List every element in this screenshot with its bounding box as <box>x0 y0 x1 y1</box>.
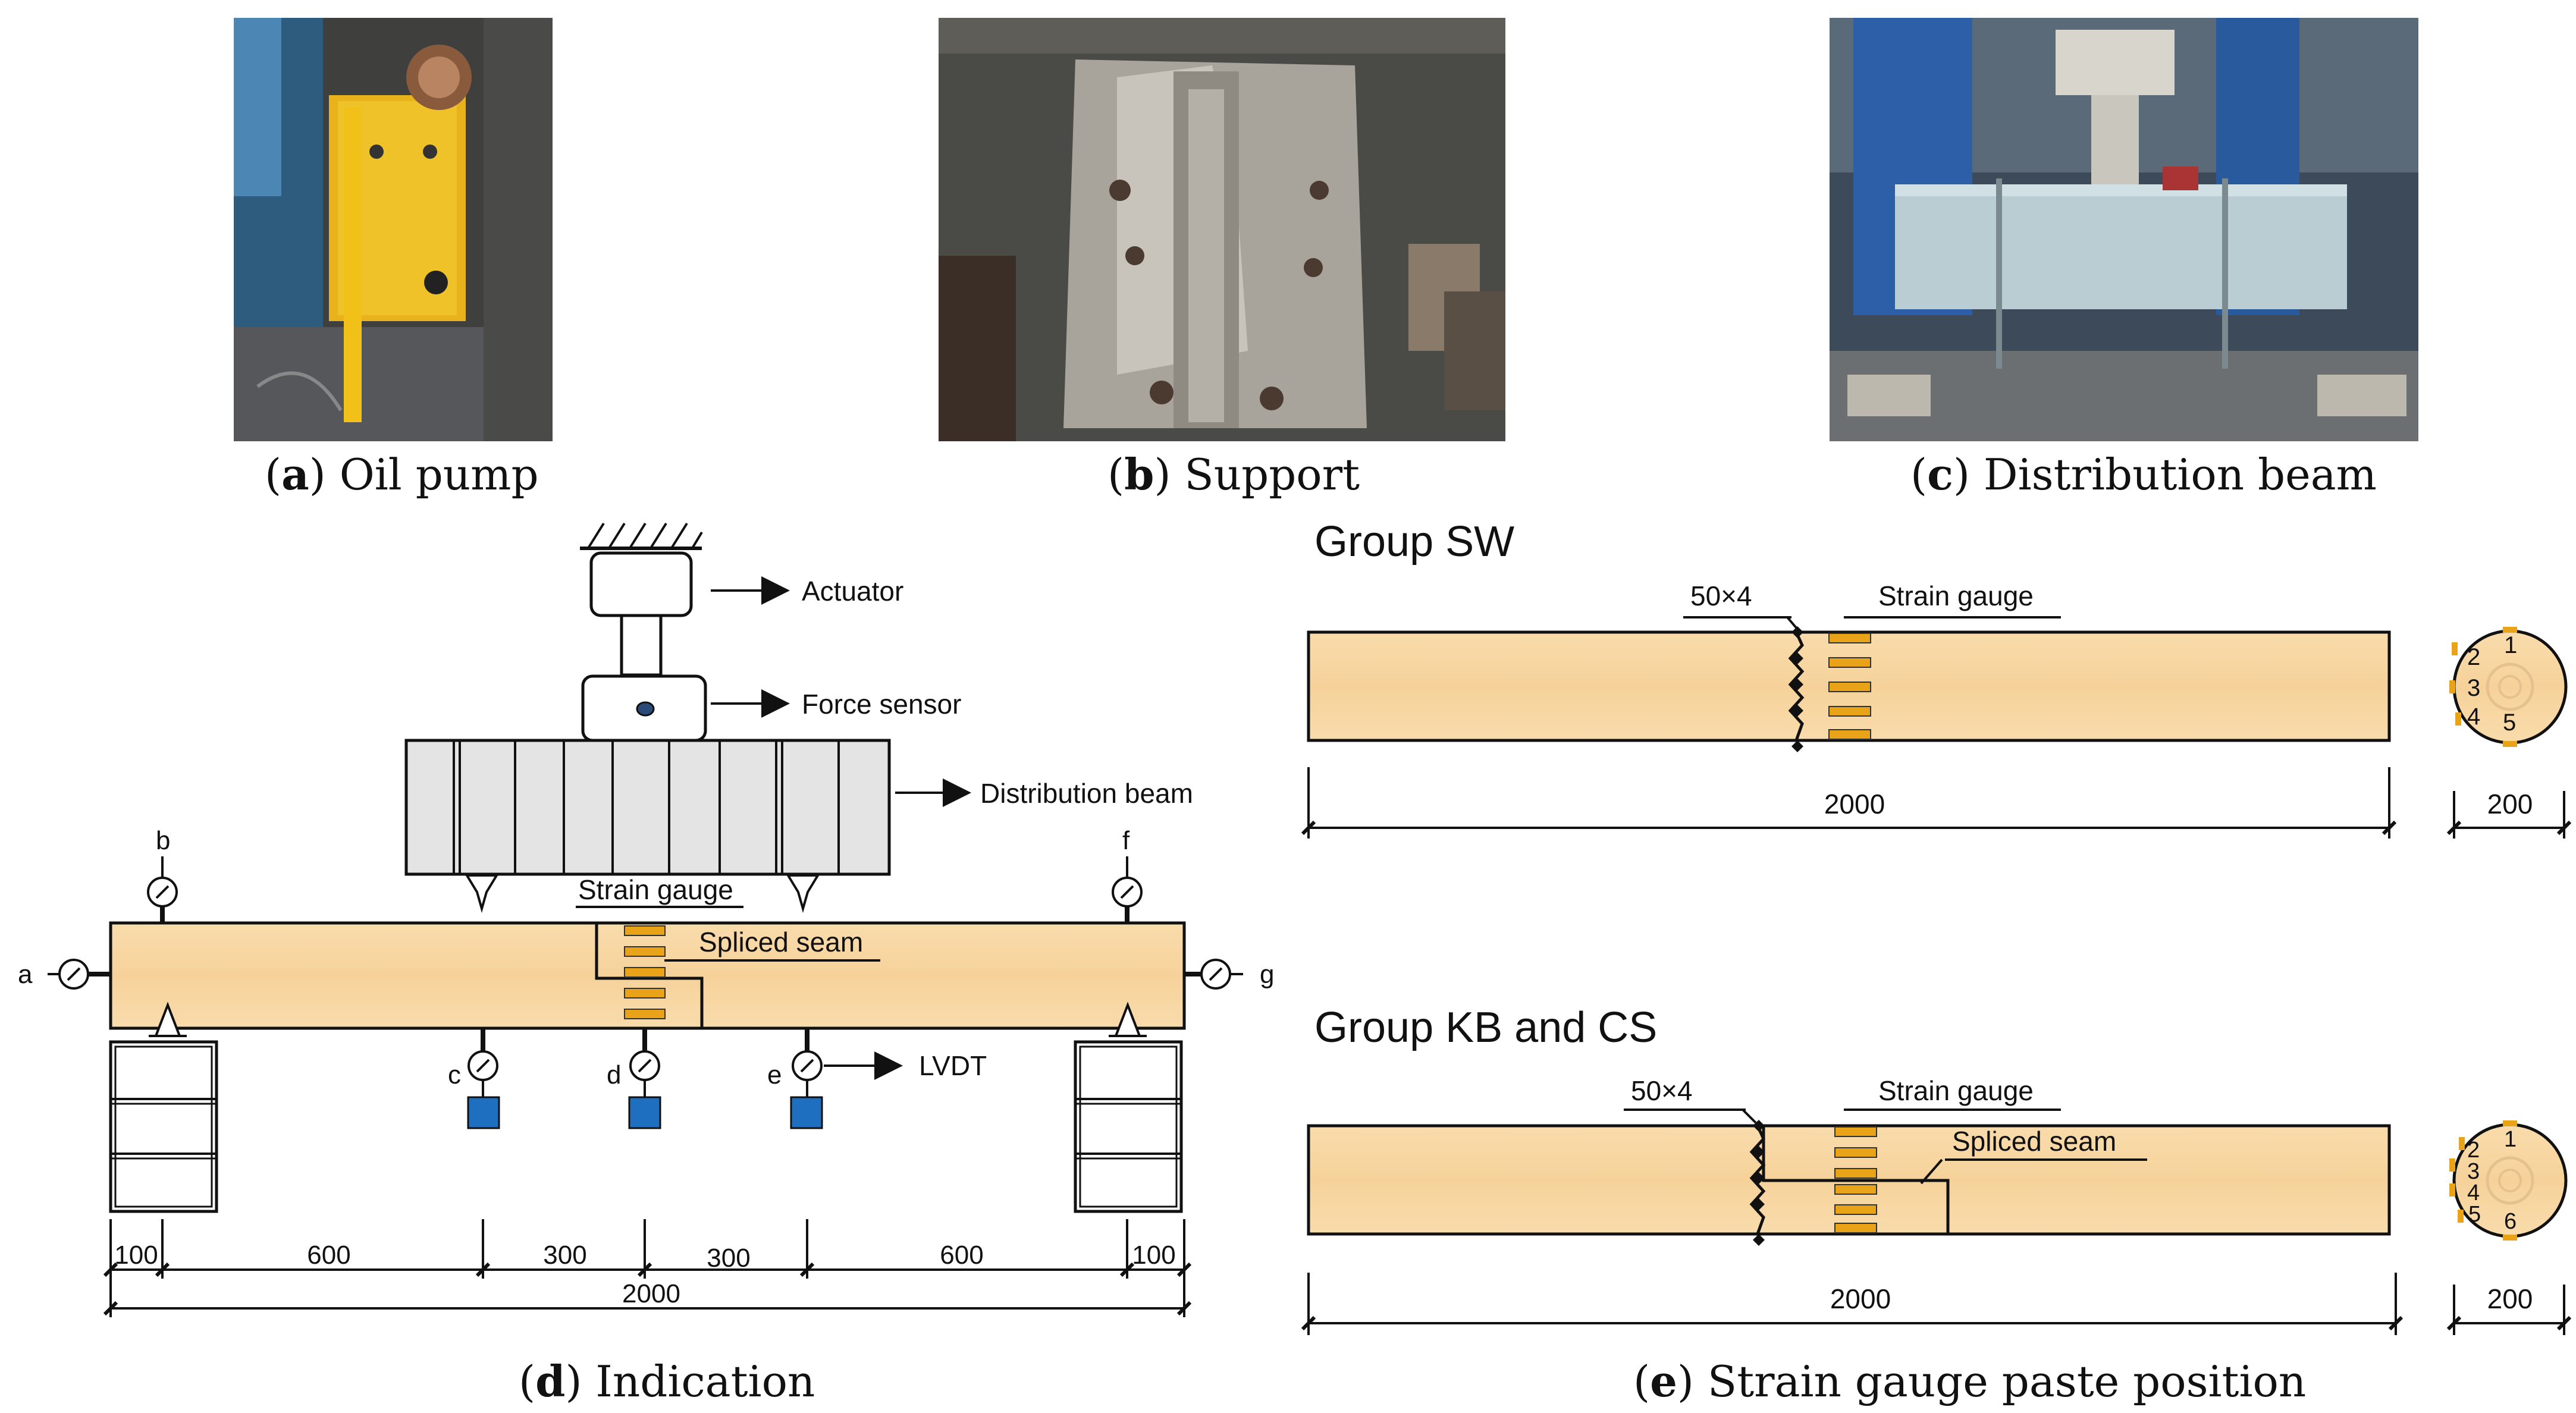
svg-text:4: 4 <box>2467 1180 2480 1205</box>
svg-text:a: a <box>18 960 33 989</box>
gauge-c: c <box>448 1028 500 1129</box>
svg-text:3: 3 <box>2467 675 2480 701</box>
group-kb-cs-gauge-label: Strain gauge <box>1878 1075 2034 1106</box>
actuator-body <box>589 551 693 617</box>
svg-text:300: 300 <box>543 1241 586 1270</box>
left-support <box>109 1001 218 1213</box>
svg-text:5: 5 <box>2503 709 2516 736</box>
strain-gauge-label-d: Strain gauge <box>578 874 733 905</box>
caption-c: (c) Distribution beam <box>1910 449 2377 500</box>
gauge-a: a <box>18 959 111 990</box>
gauge-e: e <box>767 1028 823 1129</box>
distribution-beam-photo <box>1830 18 2418 441</box>
svg-text:4: 4 <box>2467 704 2480 730</box>
gauge-d: d <box>607 1028 661 1129</box>
group-kb-cs-cross-section: 1 2 3 4 5 6 <box>2449 1120 2568 1241</box>
indication-diagram: Actuator Force sensor Distribution beam <box>18 522 1274 1317</box>
svg-text:2000: 2000 <box>1830 1283 1891 1314</box>
spliced-seam-label-d: Spliced seam <box>699 927 863 957</box>
group-kb-cs-title: Group KB and CS <box>1314 1004 1657 1051</box>
svg-text:200: 200 <box>2487 789 2533 819</box>
svg-text:2: 2 <box>2467 644 2480 670</box>
caption-a: (a) Oil pump <box>265 449 539 500</box>
svg-text:5: 5 <box>2468 1202 2481 1227</box>
right-support <box>1074 1001 1183 1213</box>
svg-text:c: c <box>448 1060 461 1089</box>
svg-text:6: 6 <box>2504 1209 2517 1234</box>
svg-text:3: 3 <box>2467 1159 2480 1184</box>
svg-text:300: 300 <box>707 1244 750 1273</box>
lvdt-label: LVDT <box>919 1050 987 1081</box>
svg-text:g: g <box>1260 960 1274 989</box>
svg-text:600: 600 <box>940 1241 983 1270</box>
svg-text:2000: 2000 <box>622 1279 680 1308</box>
svg-text:b: b <box>156 826 170 855</box>
svg-text:100: 100 <box>1132 1241 1175 1270</box>
actuator-label: Actuator <box>802 576 903 607</box>
svg-text:200: 200 <box>2487 1283 2533 1314</box>
distribution-beam <box>404 739 891 876</box>
group-sw-notch: 50×4 <box>1690 580 1752 611</box>
group-sw-cross-section: 1 2 3 4 5 <box>2449 627 2568 747</box>
oil-pump-photo <box>234 18 553 441</box>
svg-text:1: 1 <box>2504 1127 2517 1152</box>
gauge-f: f <box>1112 826 1143 923</box>
distribution-beam-label: Distribution beam <box>980 778 1193 809</box>
svg-text:100: 100 <box>114 1241 158 1270</box>
gauge-b: b <box>147 826 178 923</box>
svg-text:d: d <box>607 1060 621 1089</box>
svg-text:600: 600 <box>307 1241 350 1270</box>
svg-text:2: 2 <box>2467 1138 2480 1163</box>
caption-e: (e) Strain gauge paste position <box>1633 1356 2307 1406</box>
caption-b: (b) Support <box>1107 449 1360 500</box>
svg-text:e: e <box>767 1060 782 1089</box>
svg-text:1: 1 <box>2504 632 2517 658</box>
group-sw-gauge-label: Strain gauge <box>1878 580 2034 611</box>
group-kb-cs-seam-label: Spliced seam <box>1952 1126 2116 1157</box>
svg-text:f: f <box>1122 826 1130 855</box>
strain-gauge-diagram: Group SW 50×4 Strain gauge <box>1303 518 2570 1335</box>
svg-text:2000: 2000 <box>1824 789 1885 819</box>
gauge-g: g <box>1184 959 1274 990</box>
group-sw-title: Group SW <box>1314 518 1514 566</box>
group-kb-cs-notch: 50×4 <box>1631 1075 1693 1106</box>
force-sensor-label: Force sensor <box>802 689 961 720</box>
caption-d: (d) Indication <box>519 1356 815 1406</box>
support-photo <box>939 18 1505 441</box>
